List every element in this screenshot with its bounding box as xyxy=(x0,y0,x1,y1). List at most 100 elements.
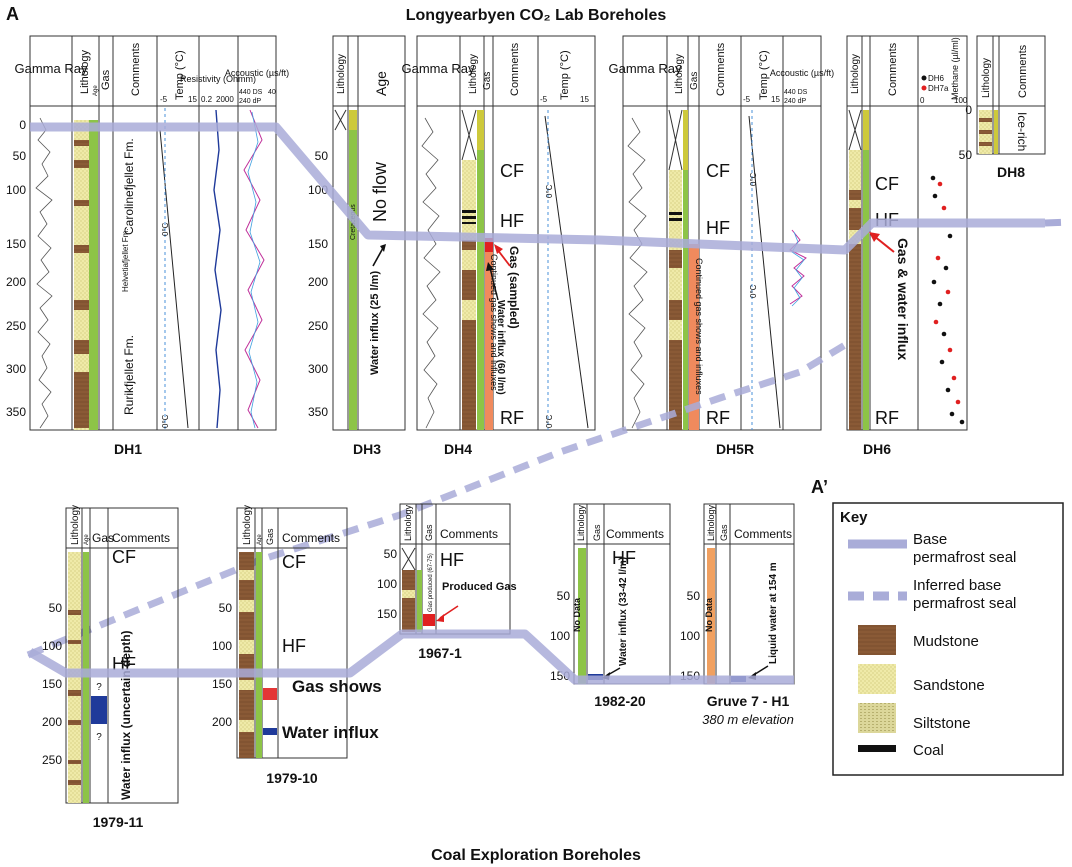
depth-tick: 50 xyxy=(315,149,329,163)
borehole-dh8: 0 50 Lithology Comments Ice-rich DH8 xyxy=(959,35,1046,180)
header-accoustic: Accoustic (µs/ft) xyxy=(770,68,834,78)
gas-sampled-label: Gas (sampled) xyxy=(507,246,521,329)
age-column xyxy=(477,150,484,430)
temp-min: -5 xyxy=(540,95,548,104)
base-permafrost-seal-top xyxy=(30,122,1045,255)
zero-c-label: 0°C xyxy=(749,172,758,186)
fm-helvetiafjellet: Helvetiafjellet Fm. xyxy=(121,228,130,292)
zero-c-label-mid: 0°C xyxy=(749,284,758,298)
borehole-gruve-7-h1: 50 100 150 Lithology Gas Comments No Dat… xyxy=(680,503,795,727)
fm-cf: CF xyxy=(112,547,136,567)
water-influx-label: Water influx xyxy=(282,723,379,742)
borehole-dh4: Gamma Ray Lithology Gas Comments Temp (°… xyxy=(402,35,596,457)
header-accoustic: Accoustic (µs/ft) xyxy=(225,68,289,78)
fm-carolinefjellet: Carolinefjellet Fm. xyxy=(122,138,136,235)
zero-c-label-bottom: 0°C xyxy=(161,414,170,428)
panel-label-a: A xyxy=(6,4,19,24)
key-base-seal-line1: Base xyxy=(913,531,947,548)
header-temp: Temp (°C) xyxy=(758,50,770,100)
header-lithology: Lithology xyxy=(674,54,685,94)
fm-hf: HF xyxy=(706,218,730,238)
temp-max: 15 xyxy=(188,95,197,104)
lithology-column xyxy=(849,150,861,430)
methane-legend-dh7a: DH7a xyxy=(928,84,949,93)
ds-scale: 440 DS xyxy=(784,89,808,96)
borehole-name: DH3 xyxy=(353,441,381,457)
borehole-name: DH6 xyxy=(863,441,891,457)
age-column xyxy=(863,150,869,430)
ds-trace xyxy=(243,109,265,429)
meth-max: 100 xyxy=(954,96,968,105)
key-coal-swatch xyxy=(858,745,896,752)
header-age: Age xyxy=(93,85,99,96)
resistivity-trace xyxy=(213,109,222,429)
header-resistivity: Resistivity (Ohmm) xyxy=(180,74,256,84)
fm-rf: RF xyxy=(500,408,524,428)
bottom-row-boreholes: 50 100 150 200 250 Lithology Age Gas Com… xyxy=(27,503,795,830)
header-gas: Gas xyxy=(482,72,493,90)
legend-key: Key Base permafrost seal Inferred base p… xyxy=(832,502,1064,776)
depth-tick: 100 xyxy=(377,577,397,591)
ds-scale: 440 DS xyxy=(239,89,263,96)
depth-tick: 50 xyxy=(959,148,973,162)
depth-tick: 150 xyxy=(308,237,328,251)
header-temp: Temp (°C) xyxy=(174,50,186,100)
header-lithology: Lithology xyxy=(242,505,253,545)
quaternary-band xyxy=(349,110,357,130)
depth-tick: 200 xyxy=(42,715,62,729)
age-column xyxy=(256,552,262,758)
bottom-title: Coal Exploration Boreholes xyxy=(431,847,641,864)
top-title: Longyearbyen CO₂ Lab Boreholes xyxy=(406,7,667,24)
top-row-boreholes: 0 50 100 150 200 250 300 350 Gamma Ray L… xyxy=(6,35,1071,457)
no-data-label: No Data xyxy=(704,597,714,632)
temp-min: -5 xyxy=(743,95,751,104)
borehole-name: 1979-10 xyxy=(266,770,318,786)
key-title: Key xyxy=(840,509,868,526)
depth-tick: 150 xyxy=(42,677,62,691)
header-lithology: Lithology xyxy=(576,504,586,541)
header-comments: Comments xyxy=(734,527,792,541)
key-inferred-line2: permafrost seal xyxy=(913,595,1016,612)
depth-tick: 350 xyxy=(308,405,328,419)
header-gas: Gas xyxy=(689,72,700,90)
ac-max: 40 xyxy=(268,89,276,96)
depth-tick: 0 xyxy=(19,118,26,132)
borehole-name: DH8 xyxy=(997,164,1025,180)
temp-min: -5 xyxy=(160,95,168,104)
zero-c-label-bottom: 0°C xyxy=(545,414,554,428)
depth-tick: 150 xyxy=(6,237,26,251)
key-mudstone-label: Mudstone xyxy=(913,633,979,650)
water-influx-marker xyxy=(91,696,107,724)
gamma-trace xyxy=(421,117,441,429)
header-comments: Comments xyxy=(112,531,170,545)
depth-tick: 100 xyxy=(42,639,62,653)
dp-scale: 240 dP xyxy=(239,98,262,105)
borehole-name: Gruve 7 - H1 xyxy=(707,693,790,709)
header-lithology: Lithology xyxy=(79,49,91,94)
temp-max: 15 xyxy=(580,95,589,104)
panel-label-a-prime: A’ xyxy=(811,477,828,497)
inferred-seal-top-end xyxy=(1044,218,1071,227)
header-lithology: Lithology xyxy=(706,504,716,541)
res-max: 2000 xyxy=(216,95,234,104)
key-siltstone-swatch xyxy=(858,703,896,733)
borehole-name: 1982-20 xyxy=(594,693,646,709)
key-sandstone-swatch xyxy=(858,664,896,694)
gas-show-marker xyxy=(263,688,277,700)
header-lithology: Lithology xyxy=(468,54,479,94)
gamma-trace xyxy=(35,117,53,429)
depth-tick: 150 xyxy=(212,677,232,691)
header-gas: Gas xyxy=(100,69,112,90)
header-gas: Gas xyxy=(92,531,114,545)
fm-cf: CF xyxy=(282,552,306,572)
header-gamma-ray: Gamma Ray xyxy=(609,61,682,76)
ice-rich-label: Ice-rich xyxy=(1015,112,1029,151)
fm-cf: CF xyxy=(875,174,899,194)
depth-tick: 350 xyxy=(6,405,26,419)
water-influx-label: Water influx (60 l/m) xyxy=(495,300,506,395)
depth-tick: 50 xyxy=(49,601,63,615)
fm-cf: CF xyxy=(500,161,524,181)
borehole-name: 1979-11 xyxy=(93,814,144,830)
borehole-name: DH5R xyxy=(716,441,754,457)
